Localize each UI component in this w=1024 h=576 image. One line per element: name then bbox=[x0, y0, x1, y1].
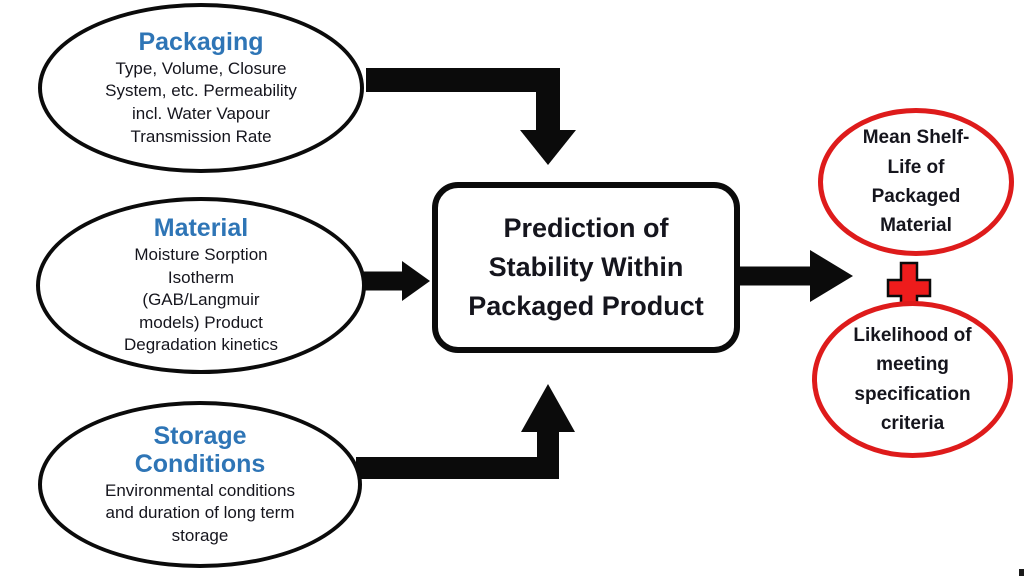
bottom-right-corner-artifact bbox=[1019, 569, 1024, 576]
storage-conditions-title: Storage Conditions bbox=[134, 421, 266, 478]
material-details: Moisture Sorption Isotherm (GAB/Langmuir… bbox=[123, 244, 279, 355]
packaging-details: Type, Volume, Closure System, etc. Perme… bbox=[105, 58, 297, 146]
likelihood-label: Likelihood of meeting specification crit… bbox=[853, 324, 972, 434]
output-ellipse-likelihood: Likelihood of meeting specification crit… bbox=[812, 301, 1013, 458]
input-ellipse-packaging: Packaging Type, Volume, Closure System, … bbox=[38, 3, 364, 173]
mean-shelf-life-label: Mean Shelf-Life of Packaged Material bbox=[862, 127, 970, 237]
material-to-prediction-arrow bbox=[362, 261, 430, 301]
output-ellipse-mean-shelf-life: Mean Shelf-Life of Packaged Material bbox=[818, 108, 1014, 256]
input-ellipse-storage-conditions: Storage Conditions Environmental conditi… bbox=[38, 401, 362, 568]
input-ellipse-material: Material Moisture Sorption Isotherm (GAB… bbox=[36, 197, 366, 374]
prediction-process-box: Prediction of Stability Within Packaged … bbox=[432, 182, 740, 353]
prediction-to-outputs-arrow bbox=[740, 250, 853, 302]
packaging-to-prediction-arrow bbox=[366, 68, 576, 165]
prediction-process-label: Prediction of Stability Within Packaged … bbox=[468, 212, 704, 322]
material-title: Material bbox=[153, 213, 249, 242]
storage-conditions-details: Environmental conditions and duration of… bbox=[105, 480, 295, 545]
storage-to-prediction-arrow bbox=[356, 384, 575, 479]
packaging-title: Packaging bbox=[138, 27, 264, 56]
